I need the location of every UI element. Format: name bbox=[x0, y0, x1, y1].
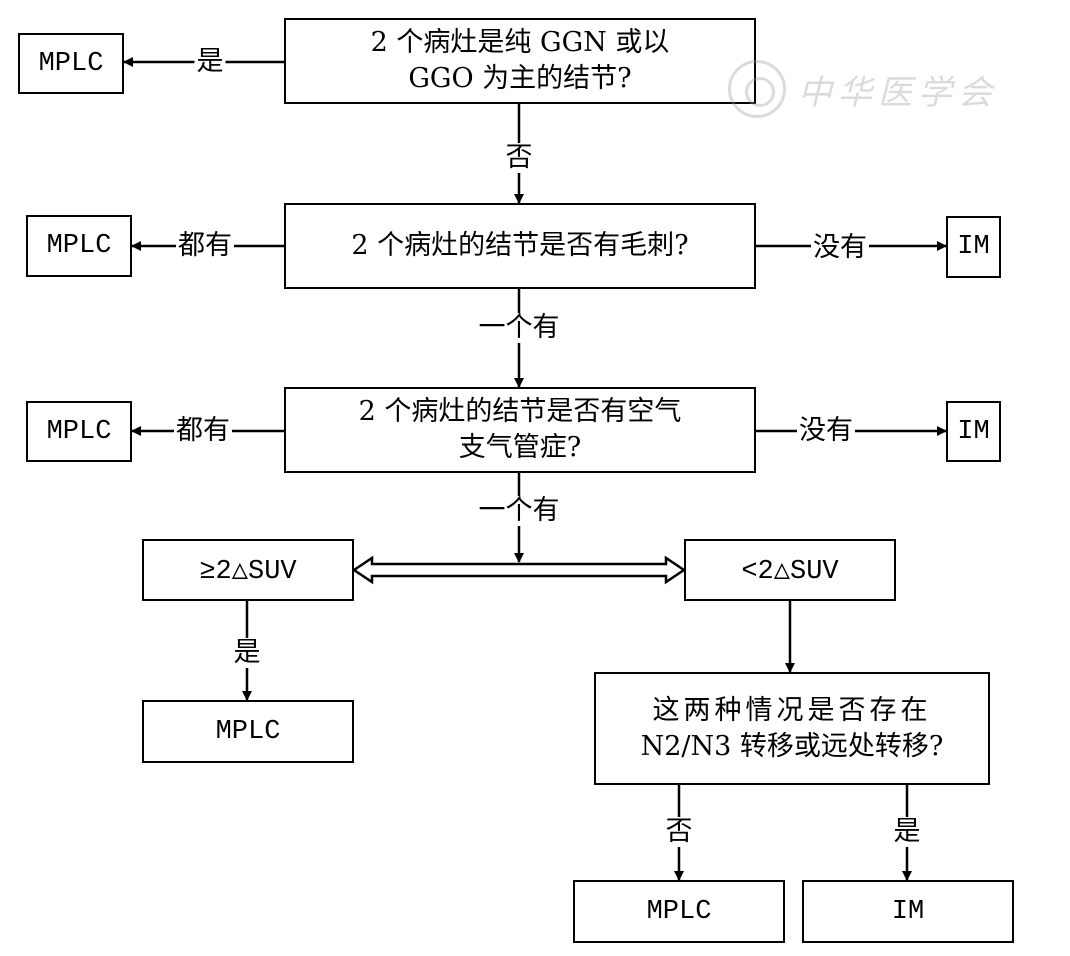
result-im-3: IM bbox=[802, 880, 1014, 943]
result-mplc-3-label: MPLC bbox=[46, 416, 112, 447]
question-air-bronchogram: 2 个病灶的结节是否有空气 支气管症? bbox=[284, 387, 756, 473]
question-ggn-ggo: 2 个病灶是纯 GGN 或以 GGO 为主的结节? bbox=[284, 18, 756, 104]
edge-label-yes-3: 是 bbox=[891, 816, 923, 847]
result-mplc-1-label: MPLC bbox=[38, 48, 104, 79]
result-mplc-2: MPLC bbox=[26, 215, 132, 277]
question-metastasis-line2: N2/N3 转移或远处转移? bbox=[640, 730, 944, 762]
edge-label-one-2: 一个有 bbox=[476, 495, 562, 526]
question-metastasis: 这两种情况是否存在 N2/N3 转移或远处转移? bbox=[594, 672, 990, 785]
result-mplc-4-label: MPLC bbox=[215, 716, 281, 747]
edge-label-no-1: 否 bbox=[503, 142, 535, 173]
question-air-bronchogram-line2: 支气管症? bbox=[458, 432, 582, 463]
question-metastasis-line1: 这两种情况是否存在 bbox=[652, 694, 932, 726]
edge-label-one-1: 一个有 bbox=[476, 312, 562, 343]
result-mplc-5-label: MPLC bbox=[646, 896, 712, 927]
question-ggn-ggo-line1: 2 个病灶是纯 GGN 或以 bbox=[370, 27, 670, 58]
result-mplc-1: MPLC bbox=[18, 33, 124, 94]
suv-low-label: <2△SUV bbox=[741, 556, 839, 587]
question-spiculation: 2 个病灶的结节是否有毛刺? bbox=[284, 203, 756, 289]
question-spiculation-text: 2 个病灶的结节是否有毛刺? bbox=[351, 230, 689, 261]
question-air-bronchogram-line1: 2 个病灶的结节是否有空气 bbox=[358, 396, 682, 427]
result-im-1-label: IM bbox=[957, 232, 990, 262]
edge-label-both-1: 都有 bbox=[176, 230, 234, 261]
watermark-text: 中华医学会 bbox=[798, 72, 998, 113]
result-im-2-label: IM bbox=[957, 416, 990, 447]
watermark-seal-icon bbox=[728, 60, 786, 118]
result-mplc-3: MPLC bbox=[26, 401, 132, 462]
suv-low-box: <2△SUV bbox=[684, 539, 896, 601]
edge-label-yes-1: 是 bbox=[194, 46, 226, 77]
result-mplc-4: MPLC bbox=[142, 700, 354, 763]
watermark: 中华医学会 bbox=[728, 60, 998, 118]
edge-label-both-2: 都有 bbox=[174, 415, 232, 446]
edge-label-no-2: 否 bbox=[663, 816, 695, 847]
suv-high-label: ≥2△SUV bbox=[199, 556, 297, 587]
result-mplc-5: MPLC bbox=[573, 880, 785, 943]
question-ggn-ggo-line2: GGO 为主的结节? bbox=[408, 63, 632, 94]
edge-label-yes-2: 是 bbox=[231, 637, 263, 668]
result-im-1: IM bbox=[946, 216, 1001, 278]
result-mplc-2-label: MPLC bbox=[46, 231, 112, 261]
edge-label-none-2: 没有 bbox=[797, 415, 855, 446]
result-im-2: IM bbox=[946, 401, 1001, 462]
result-im-3-label: IM bbox=[891, 896, 925, 927]
suv-high-box: ≥2△SUV bbox=[142, 539, 354, 601]
edge-label-none-1: 没有 bbox=[811, 232, 869, 263]
